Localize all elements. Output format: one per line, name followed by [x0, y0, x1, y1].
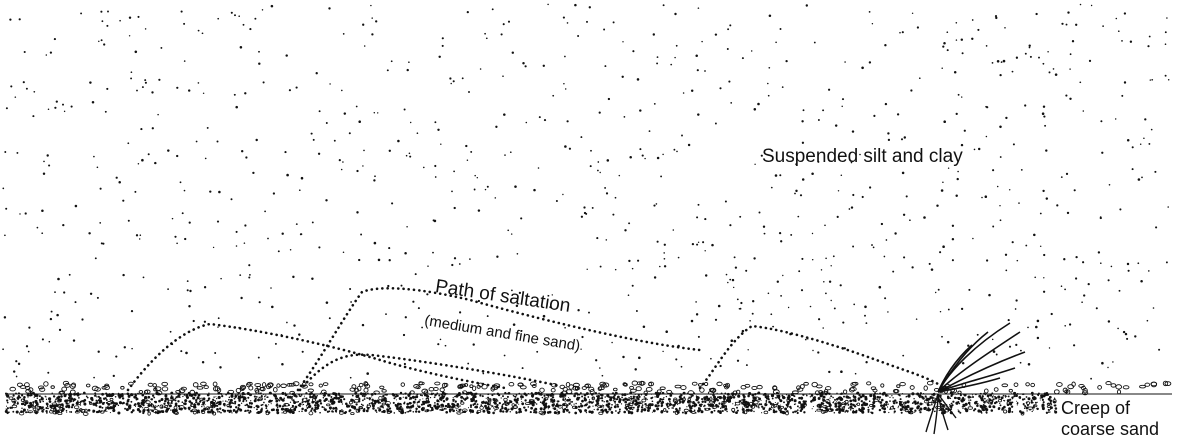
saltation-path — [298, 353, 562, 392]
saltation-paths — [126, 286, 940, 392]
suspended-label: Suspended silt and clay — [762, 146, 963, 167]
creep-label: Creep of coarse sand — [1058, 398, 1163, 440]
creep-label-line2: coarse sand — [1061, 418, 1160, 439]
saltation-path — [698, 324, 940, 390]
suspended-particles — [2, 3, 1170, 380]
grass-plant — [925, 322, 1026, 435]
creep-label-line1: Creep of — [1061, 398, 1131, 418]
saltation-path — [126, 322, 507, 392]
ground-surface — [4, 380, 1172, 416]
